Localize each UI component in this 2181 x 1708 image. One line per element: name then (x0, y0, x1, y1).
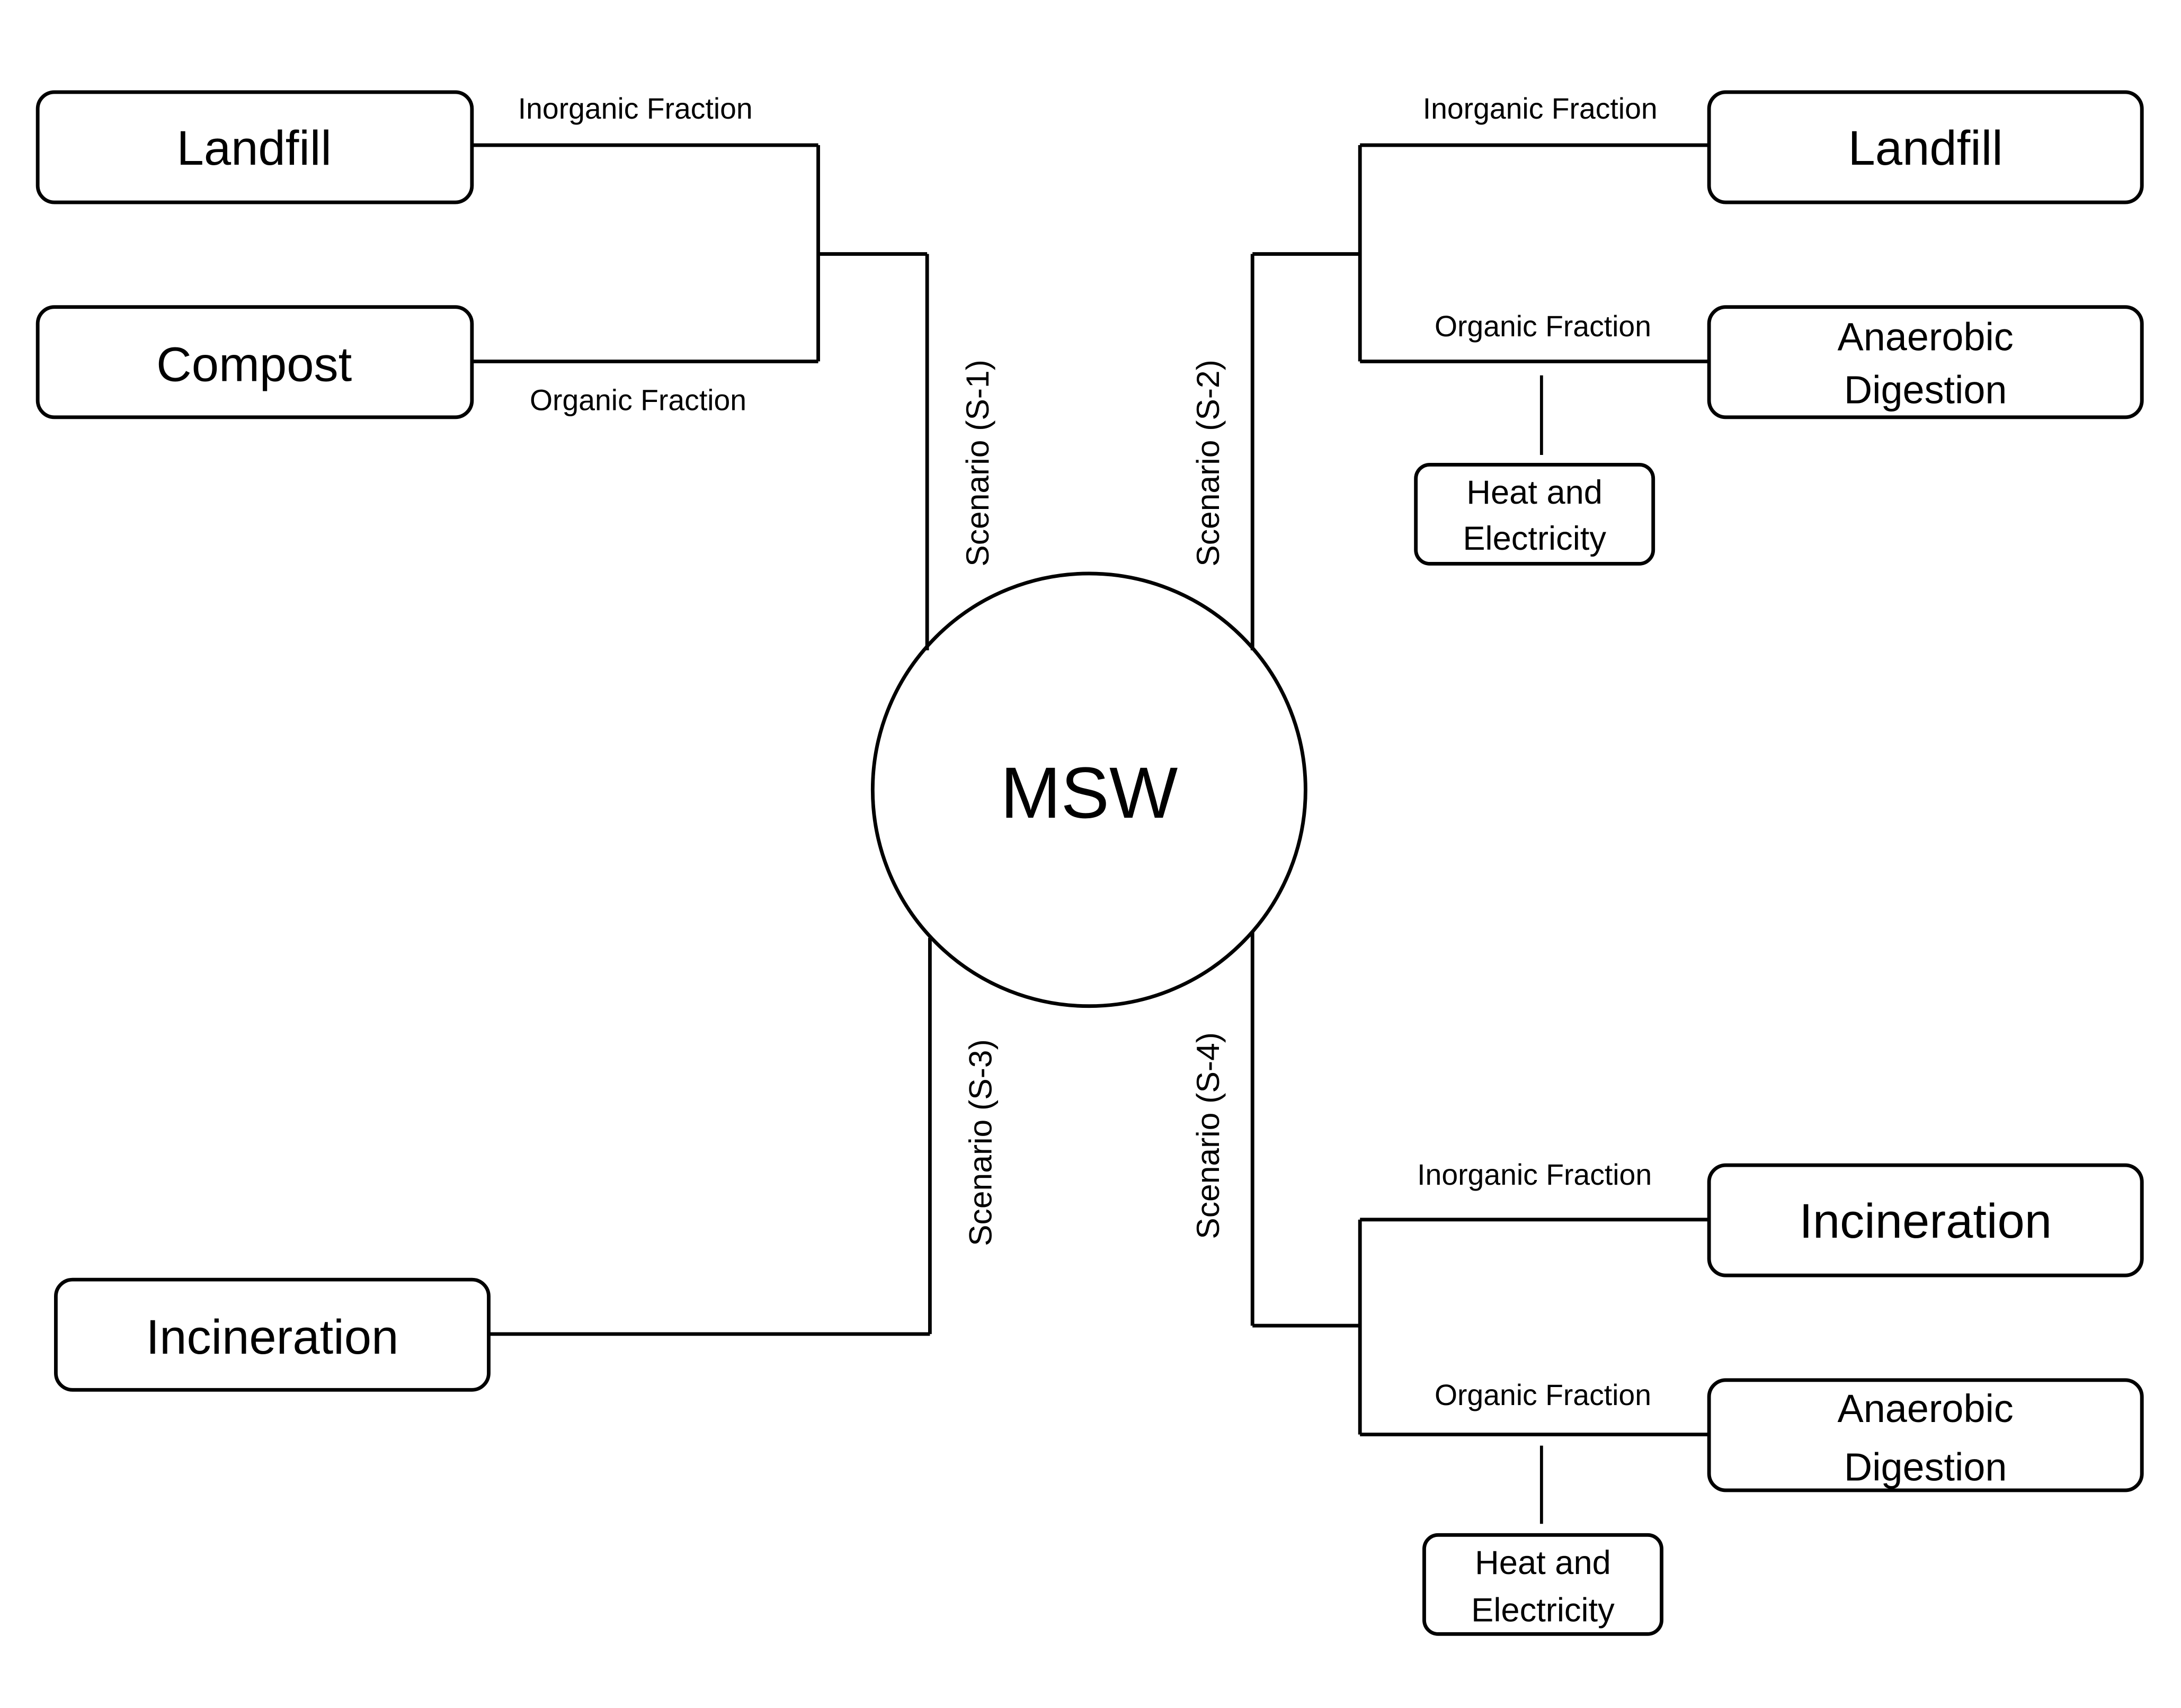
scenario-label-s3: Scenario (S-3) (962, 1039, 998, 1246)
landfill-label-s2: Landfill (1848, 121, 2003, 175)
msw-label: MSW (1000, 753, 1178, 834)
scenario-s4: Incineration Anaerobic Digestion Inorgan… (1190, 932, 2144, 1636)
digestion-label-s2: Digestion (1844, 368, 2007, 412)
electricity-label-s2: Electricity (1463, 520, 1606, 557)
inorganic-fraction-label-s2: Inorganic Fraction (1423, 92, 1658, 125)
heat-electricity-box-s4 (1422, 1533, 1663, 1636)
heat-and-label-s4: Heat and (1475, 1544, 1611, 1581)
msw-circle (870, 571, 1307, 1008)
scenario-s2: Landfill Anaerobic Digestion Inorganic F… (1190, 90, 2144, 650)
scenario-s1: Landfill Compost Inorganic Fraction Orga… (35, 90, 995, 650)
incineration-label-s4: Incineration (1799, 1194, 2052, 1248)
electricity-label-s4: Electricity (1471, 1592, 1615, 1629)
digestion-label-s4: Digestion (1844, 1445, 2007, 1489)
heat-and-label-s2: Heat and (1466, 474, 1603, 511)
incineration-label-s3: Incineration (146, 1310, 399, 1364)
msw-node: MSW (870, 571, 1307, 1008)
landfill-box-s1 (35, 90, 474, 204)
compost-label-s1: Compost (156, 337, 352, 391)
connector-s2 (1250, 143, 1710, 650)
landfill-box-s2 (1707, 90, 2144, 204)
connector-s1 (471, 143, 929, 650)
scenario-label-s4: Scenario (S-4) (1190, 1032, 1226, 1239)
scenario-label-s2: Scenario (S-2) (1190, 360, 1226, 567)
landfill-label-s1: Landfill (177, 121, 332, 175)
inorganic-fraction-label-s1: Inorganic Fraction (518, 92, 753, 125)
organic-fraction-label-s1: Organic Fraction (530, 384, 746, 417)
connector-s3 (488, 937, 932, 1336)
scenario-label-s1: Scenario (S-1) (959, 360, 995, 567)
anaerobic-label-s2: Anaerobic (1838, 315, 2014, 359)
scenario-s3: Incineration Scenario (S-3) (54, 937, 998, 1392)
organic-fraction-label-s4: Organic Fraction (1435, 1379, 1651, 1411)
connector-s4 (1250, 932, 1710, 1437)
heat-electricity-box-s2 (1414, 462, 1655, 566)
organic-fraction-label-s2: Organic Fraction (1435, 310, 1651, 343)
anaerobic-label-s4: Anaerobic (1838, 1387, 2014, 1430)
inorganic-fraction-label-s4: Inorganic Fraction (1417, 1158, 1652, 1191)
